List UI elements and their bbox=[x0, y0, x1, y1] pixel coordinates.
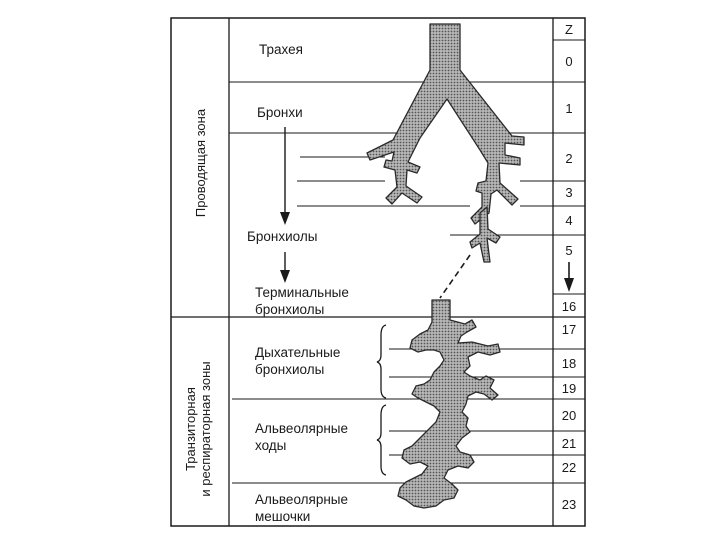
zone-label-transitional: Транзиторная и респираторная зоны bbox=[183, 344, 217, 514]
continuation-dashed-line bbox=[439, 254, 471, 299]
airway-tree-conducting bbox=[366, 23, 525, 263]
generation-label: 4 bbox=[565, 213, 573, 228]
generation-label: 3 bbox=[565, 185, 573, 200]
generation-header: Z bbox=[565, 22, 573, 37]
label-bronchioles: Бронхиолы bbox=[247, 229, 318, 244]
generation-label: 5 bbox=[565, 243, 573, 258]
generation-label: 18 bbox=[561, 356, 577, 371]
zone-label-transitional-line2: и респираторная зоны bbox=[198, 361, 213, 497]
label-terminal-line1: Терминальные bbox=[255, 285, 349, 300]
label-alveolar-ducts-line1: Альвеолярные bbox=[255, 421, 349, 436]
generation-label: 22 bbox=[561, 460, 577, 475]
label-respiratory-line2: бронхиолы bbox=[255, 362, 325, 377]
label-alveolar-sacs-line1: Альвеолярные bbox=[255, 492, 349, 507]
generation-label: 16 bbox=[561, 299, 577, 314]
bronchioles-arrow bbox=[280, 252, 290, 283]
generation-label: 17 bbox=[561, 322, 577, 337]
outer-frame bbox=[170, 17, 586, 527]
label-alveolar-ducts-line2: ходы bbox=[255, 438, 287, 453]
label-alveolar-sacs-line2: мешочки bbox=[255, 509, 311, 524]
label-bronchi: Бронхи bbox=[257, 105, 303, 120]
zone-label-transitional-line1: Транзиторная bbox=[183, 387, 198, 471]
generation-label: 0 bbox=[565, 54, 573, 69]
label-trachea: Трахея bbox=[259, 42, 303, 57]
generation-label: 19 bbox=[561, 381, 577, 396]
zone-label-conducting: Проводящая зона bbox=[193, 108, 208, 218]
generation-label: 1 bbox=[565, 101, 573, 116]
generation-label: 23 bbox=[561, 497, 577, 512]
alveolar-ducts-bracket bbox=[376, 404, 387, 476]
generation-arrow bbox=[564, 262, 574, 292]
label-terminal-line2: бронхиолы bbox=[255, 302, 325, 317]
generation-label: 20 bbox=[561, 408, 577, 423]
label-respiratory-line1: Дыхательные bbox=[255, 345, 341, 360]
generation-label: 2 bbox=[565, 151, 573, 166]
airway-tree-respiratory bbox=[397, 299, 501, 509]
generation-label: 21 bbox=[561, 436, 577, 451]
bronchi-arrow bbox=[280, 127, 290, 225]
respiratory-bracket bbox=[376, 324, 387, 399]
